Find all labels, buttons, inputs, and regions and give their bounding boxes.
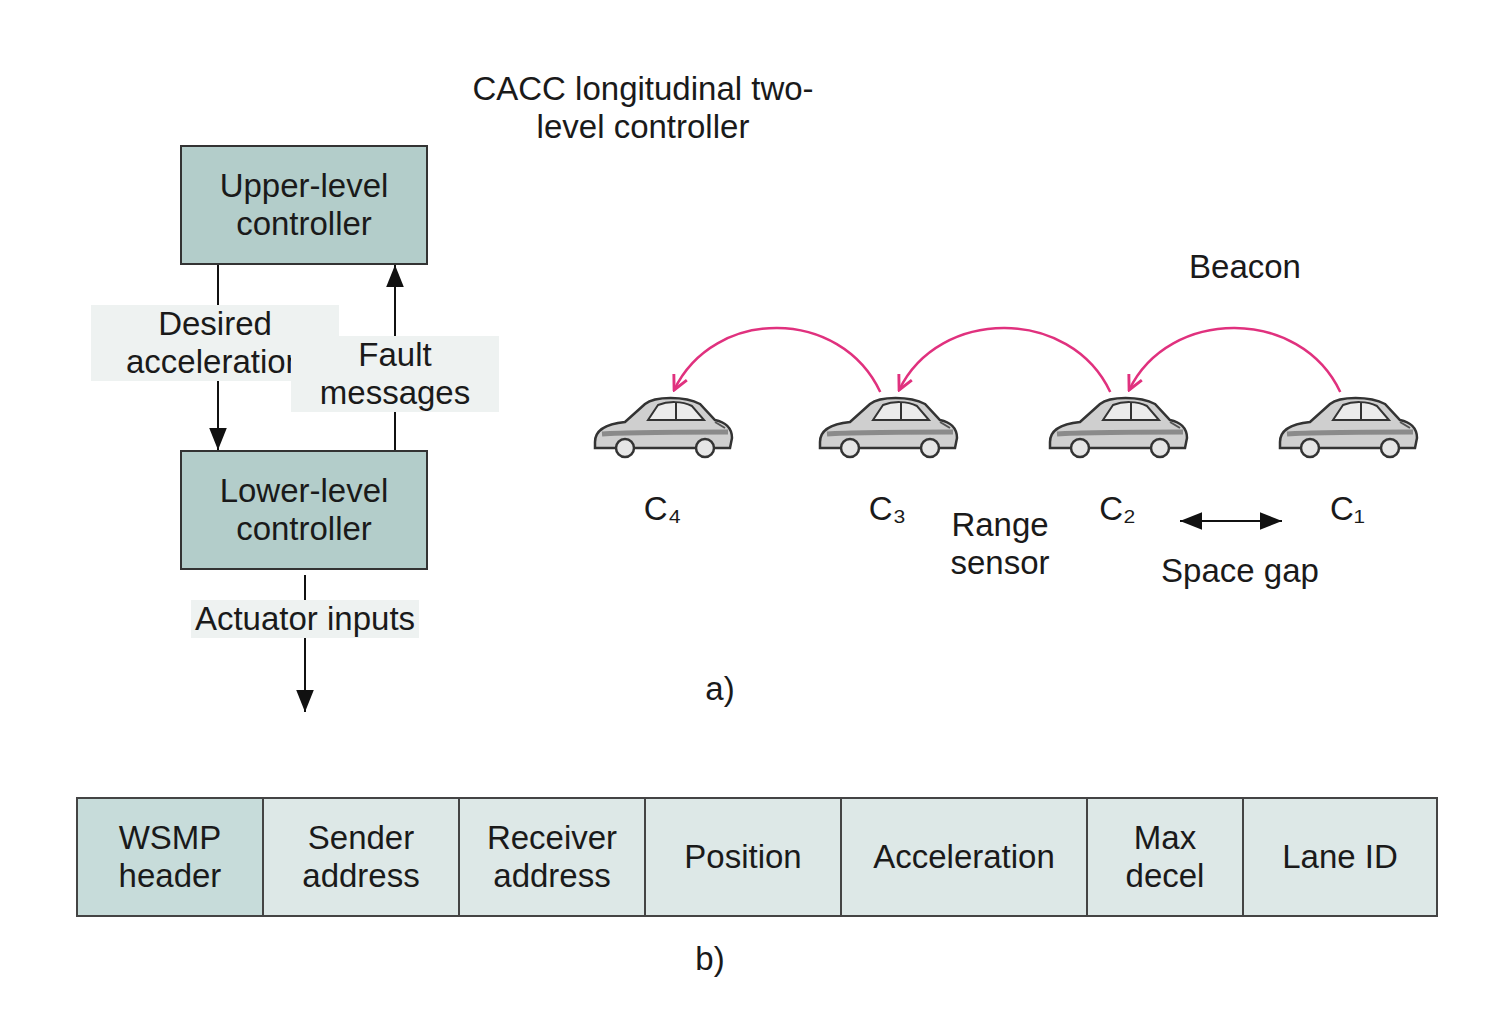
- beacon-arrow: [1129, 328, 1340, 392]
- table-cell: WSMP header: [76, 797, 264, 917]
- vehicle-label: C₄: [590, 490, 735, 528]
- figure-label: Actuator inputs: [191, 600, 419, 638]
- figure-label: b): [680, 940, 740, 978]
- wave-arc: [973, 422, 975, 435]
- vehicle-label: C₂: [1045, 490, 1190, 528]
- zoom-lines: [490, 250, 590, 614]
- wave-arc: [1212, 414, 1217, 442]
- space-gap-arrow: [1180, 520, 1282, 522]
- figure-label: Space gap: [1125, 552, 1355, 590]
- wave-arc: [1221, 406, 1229, 450]
- car-icon: [815, 392, 960, 462]
- selection-box: [590, 386, 736, 464]
- car-icon: [1045, 392, 1190, 462]
- table-cell: Acceleration: [840, 797, 1088, 917]
- wave-arc: [757, 414, 762, 442]
- table-cell: Max decel: [1086, 797, 1244, 917]
- actuator-arrow: [304, 575, 306, 712]
- beacon-arrow: [899, 328, 1110, 392]
- figure-panel: [12, 18, 1475, 1014]
- table-cell: Position: [644, 797, 842, 917]
- vehicle: C₁: [1275, 392, 1420, 532]
- top-rule: [0, 0, 1487, 3]
- controller-box: Upper-level controller: [180, 145, 428, 265]
- wave-arc: [1203, 422, 1205, 435]
- beacon-arrow: [674, 328, 880, 392]
- figure-label: Range sensor: [920, 506, 1080, 582]
- controller-heading: CACC longitudinal two-level controller: [458, 70, 828, 146]
- controller-box: Lower-level controller: [180, 450, 428, 570]
- vehicle-label: C₁: [1275, 490, 1420, 528]
- vehicle: C₄: [590, 392, 735, 532]
- wave-arc: [982, 414, 987, 442]
- box-label: Lower-level controller: [192, 472, 416, 548]
- edge-label: Fault messages: [291, 336, 499, 412]
- figure-label: a): [690, 670, 750, 708]
- box-label: Upper-level controller: [192, 167, 416, 243]
- figure-label: Beacon: [1165, 248, 1325, 286]
- table-cell: Lane ID: [1242, 797, 1438, 917]
- car-icon: [1275, 392, 1420, 462]
- table-cell: Sender address: [262, 797, 460, 917]
- vehicle: C₂: [1045, 392, 1190, 532]
- vehicle-label: C₃: [815, 490, 960, 528]
- wave-arc: [766, 406, 774, 450]
- vehicle: C₃: [815, 392, 960, 532]
- car-icon: [590, 392, 735, 462]
- wave-arc: [748, 422, 750, 435]
- wave-arc: [991, 406, 999, 450]
- table-cell: Receiver address: [458, 797, 646, 917]
